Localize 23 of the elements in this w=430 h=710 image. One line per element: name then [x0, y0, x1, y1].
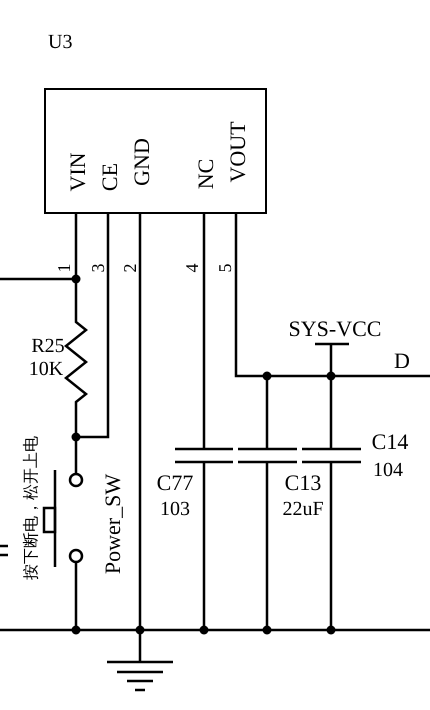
component-value: 103 [160, 499, 190, 519]
pin-number: 2 [121, 264, 139, 272]
note-text: 按下断电，松开上电 [23, 436, 39, 580]
pin-number: 5 [216, 264, 234, 272]
component-reference: C13 [284, 472, 322, 494]
component-reference: C14 [372, 431, 408, 453]
pin-number: 3 [89, 264, 107, 272]
component-value: 10K [28, 359, 64, 379]
pin-name: VIN [67, 152, 89, 192]
pin-name: VOUT [227, 121, 249, 183]
component-value: 104 [373, 460, 403, 480]
pin-name: GND [131, 138, 153, 186]
component-reference: C77 [156, 472, 194, 494]
component-reference: U3 [48, 32, 72, 52]
component-reference: R25 [31, 336, 65, 356]
net-label: SYS-VCC [288, 318, 382, 340]
pin-name: NC [195, 158, 217, 190]
pin-name: CE [99, 162, 121, 192]
pin-number: 4 [183, 264, 201, 272]
component-reference: Power_SW [102, 474, 124, 574]
pin-number: 1 [55, 264, 73, 272]
component-value: 22uF [282, 499, 324, 519]
net-label: D [394, 350, 410, 372]
